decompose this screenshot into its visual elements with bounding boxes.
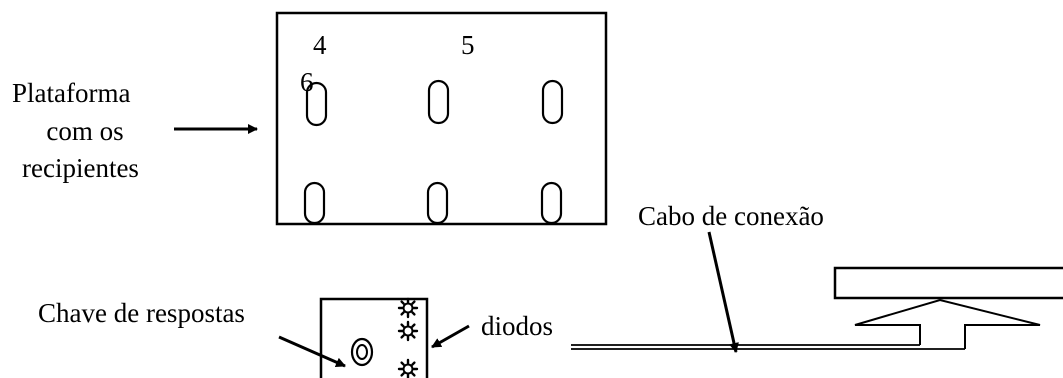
container-bottom-right bbox=[540, 181, 563, 225]
answer-key-arrow bbox=[278, 335, 346, 368]
platform-label-line1: Plataforma bbox=[12, 78, 131, 108]
diode-icon-1 bbox=[397, 297, 419, 319]
diodes-label: diodos bbox=[481, 311, 554, 341]
platform-label-line3: recipientes bbox=[22, 153, 139, 183]
answer-key-button-icon bbox=[350, 337, 374, 367]
container-top-middle bbox=[427, 79, 450, 125]
container-group bbox=[303, 79, 564, 225]
container-bottom-middle bbox=[426, 181, 449, 225]
connection-cable bbox=[571, 344, 965, 350]
cable-arrow bbox=[707, 231, 739, 353]
cable-label: Cabo de conexão bbox=[638, 201, 824, 231]
diode-icon-3 bbox=[397, 358, 419, 378]
answer-key-box bbox=[319, 297, 429, 378]
platform-label-line2: com os bbox=[46, 116, 124, 146]
diode-icon-2 bbox=[397, 320, 419, 342]
container-top-right bbox=[541, 79, 564, 125]
cable-connector bbox=[854, 298, 1041, 349]
diode-icons bbox=[397, 297, 419, 378]
diodes-arrow bbox=[431, 324, 470, 349]
device-box bbox=[833, 266, 1063, 300]
answer-key-label: Chave de respostas bbox=[38, 298, 245, 328]
platform-number-6: 6 bbox=[300, 67, 314, 97]
platform-number-5: 5 bbox=[461, 30, 475, 60]
container-bottom-left bbox=[303, 181, 326, 225]
container-top-left bbox=[305, 81, 328, 127]
platform-number-4: 4 bbox=[313, 30, 327, 60]
platform-box bbox=[275, 11, 608, 226]
